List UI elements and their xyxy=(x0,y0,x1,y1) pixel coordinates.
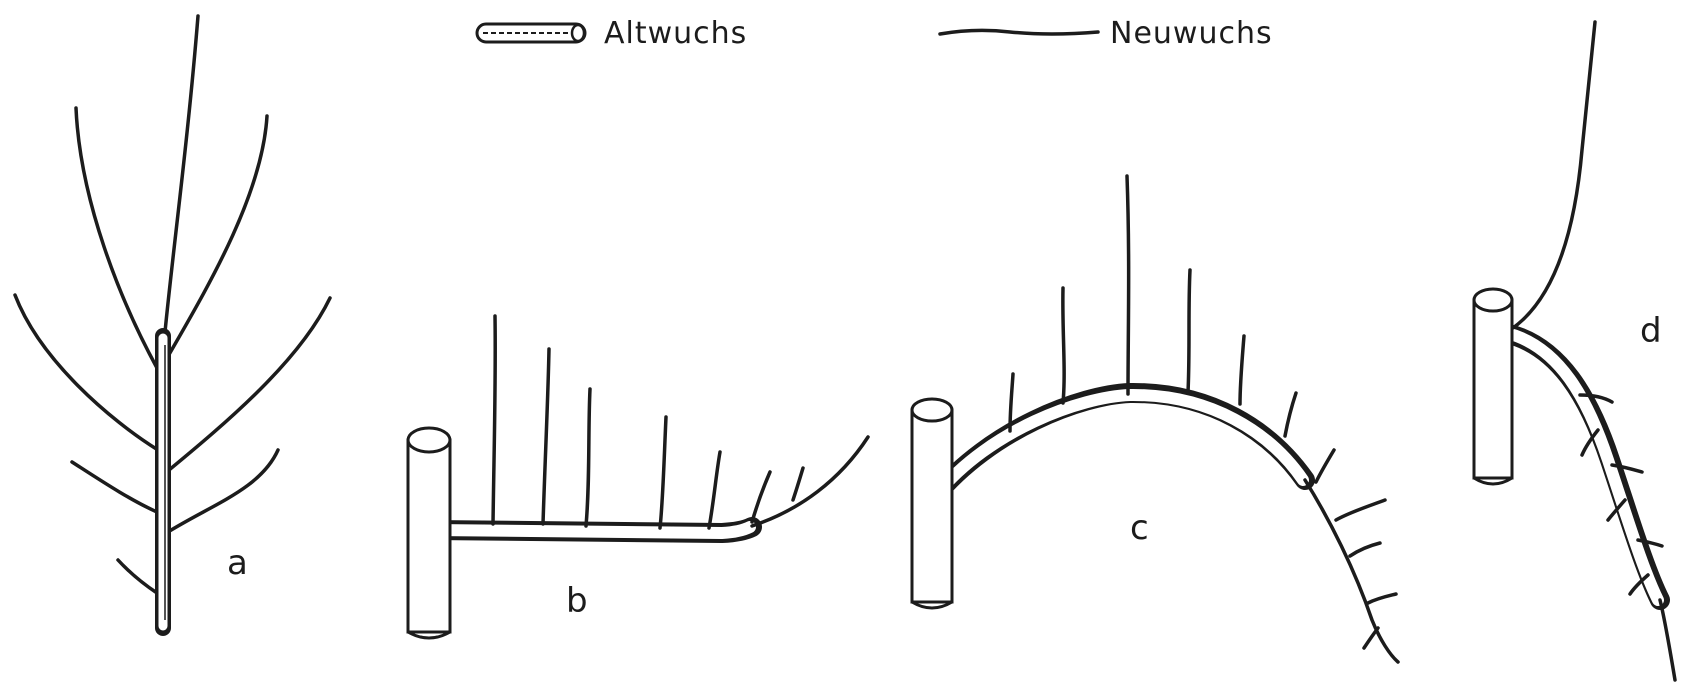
legend-old-growth-label: Altwuchs xyxy=(604,16,747,51)
figure-b-label: b xyxy=(566,581,589,621)
figure-d-label: d xyxy=(1640,311,1663,351)
figure-c-new-shoots xyxy=(1010,176,1398,662)
legend-old-growth-symbol xyxy=(477,24,585,42)
figure-a-old-leader xyxy=(163,336,165,628)
figure-c: c xyxy=(912,176,1398,662)
figure-a-new-shoots xyxy=(15,16,330,593)
figure-d-post xyxy=(1474,289,1512,484)
figure-d: d xyxy=(1474,22,1675,680)
figure-d-old-arm xyxy=(1505,333,1660,600)
figure-b-old-arm xyxy=(430,527,752,533)
figure-b-new-shoots xyxy=(493,316,868,528)
figure-c-label: c xyxy=(1130,508,1150,548)
legend-new-growth-symbol xyxy=(940,30,1098,34)
figure-b: b xyxy=(408,316,868,638)
figure-b-post xyxy=(408,428,450,638)
legend: Altwuchs Neuwuchs xyxy=(477,16,1273,51)
figure-c-post xyxy=(912,399,952,608)
figure-c-old-arm xyxy=(935,393,1305,496)
figure-a: a xyxy=(15,16,330,628)
figure-a-label: a xyxy=(227,543,249,583)
legend-new-growth-label: Neuwuchs xyxy=(1110,16,1273,51)
